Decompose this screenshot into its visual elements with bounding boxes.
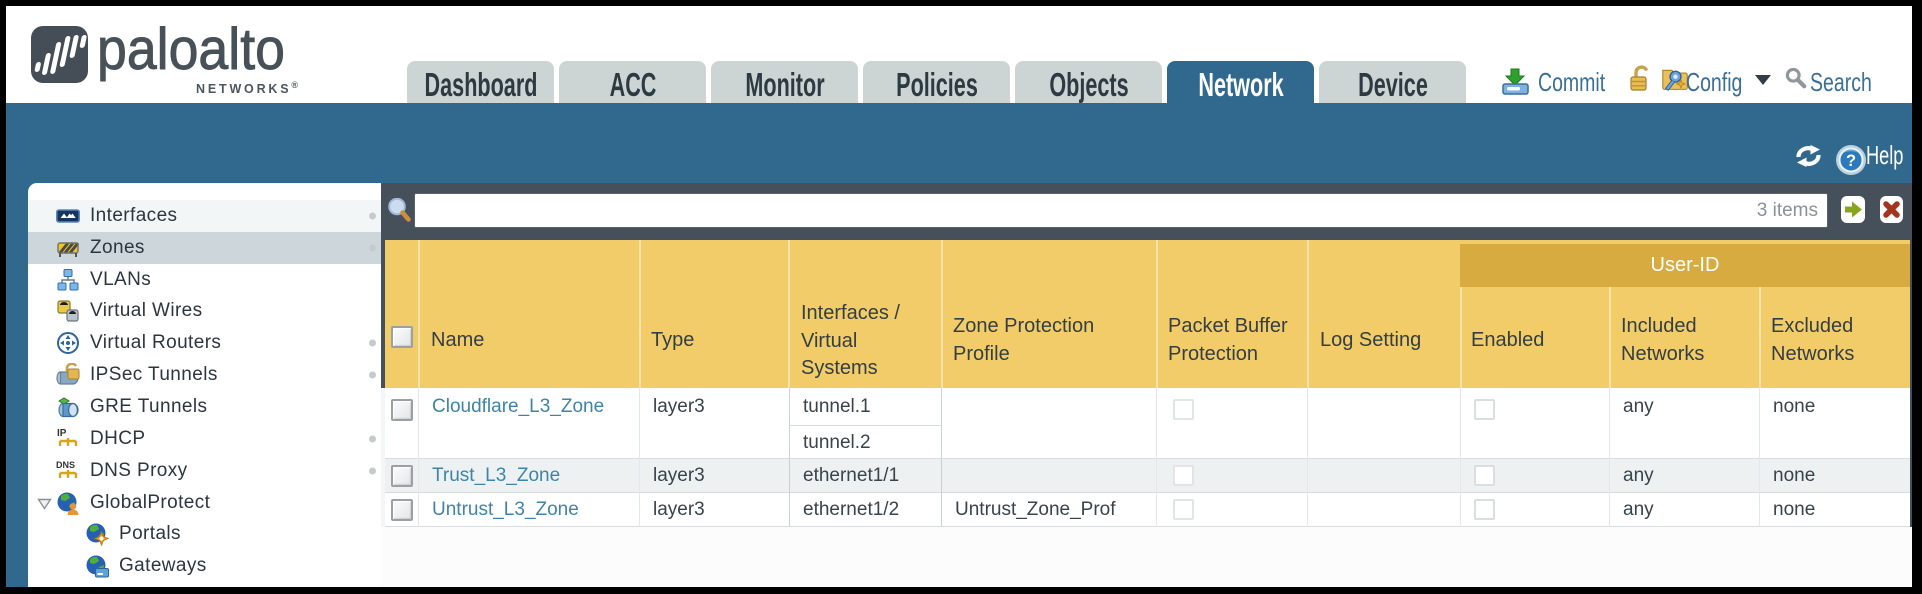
svg-text:?: ? [1846,152,1856,170]
svg-text:IP: IP [57,428,67,439]
svg-text:DNS: DNS [56,460,75,470]
